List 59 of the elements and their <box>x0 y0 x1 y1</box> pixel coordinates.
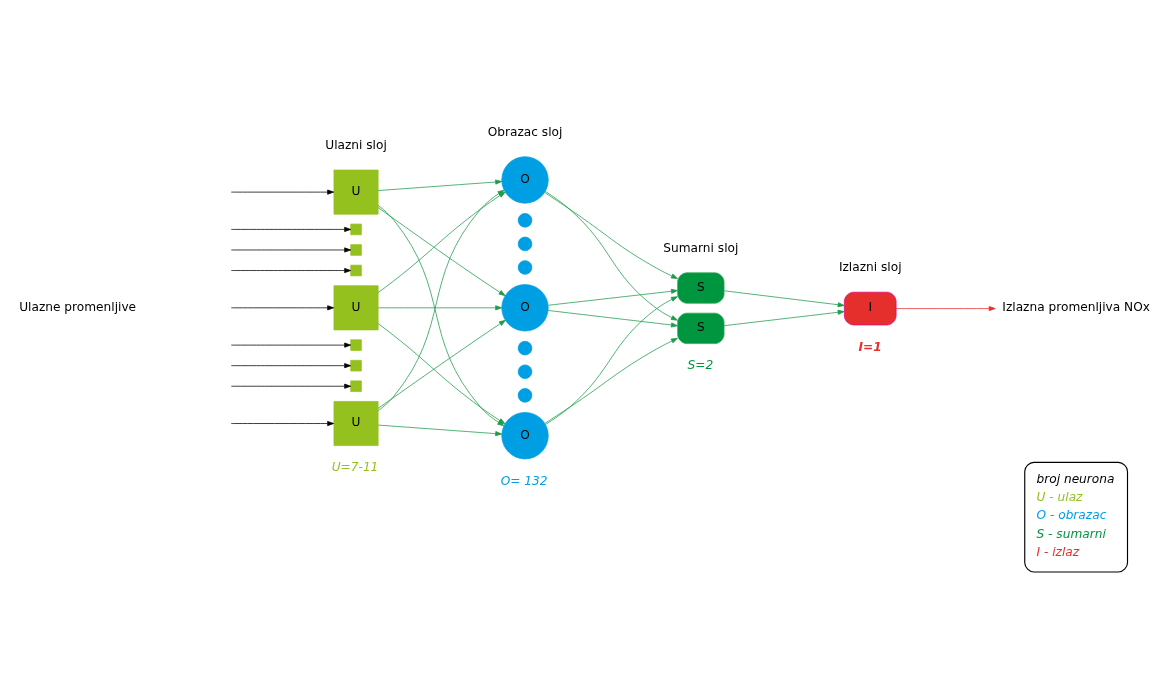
arrow <box>377 179 503 191</box>
legend-label: S - sumarni <box>1036 526 1106 541</box>
node-circle: O <box>501 283 549 331</box>
arrow <box>230 189 335 195</box>
node-circle <box>517 364 533 379</box>
arrow <box>230 267 352 273</box>
label: I=1 <box>858 339 882 354</box>
label: S=2 <box>687 357 714 372</box>
node-box <box>350 380 362 392</box>
node-circle: O <box>501 411 549 459</box>
node-box: U <box>333 400 379 446</box>
arrow <box>230 246 352 252</box>
node-box: U <box>333 169 379 215</box>
label: O= 132 <box>500 473 548 488</box>
node-circle <box>517 387 533 403</box>
node-box <box>350 223 362 235</box>
arrow <box>377 424 503 436</box>
label: Ulazni sloj <box>325 137 387 152</box>
arrow <box>377 206 506 296</box>
label: broj neurona <box>1036 471 1115 486</box>
node-box <box>350 359 362 371</box>
arrow <box>230 226 352 232</box>
arrow <box>895 305 996 311</box>
label: Sumarni sloj <box>663 240 739 255</box>
arrow <box>230 383 352 389</box>
node-box: I <box>843 291 897 325</box>
node-box: S <box>677 312 725 344</box>
arrow <box>544 337 678 424</box>
node-box: S <box>677 271 725 304</box>
label: Obrazac sloj <box>487 124 563 139</box>
node-text: Izlazna promenljiva NOx <box>1002 299 1150 314</box>
node-circle <box>517 212 533 227</box>
arrow <box>547 309 678 327</box>
arrow <box>545 295 678 425</box>
label: Ulazne promenljive <box>19 299 137 314</box>
label: Izlazni sloj <box>838 259 902 274</box>
arrow <box>230 362 352 368</box>
arrow <box>545 190 678 321</box>
node-circle <box>517 236 533 251</box>
arrow <box>723 309 845 326</box>
node-box <box>350 243 362 256</box>
legend-label: I - izlaz <box>1036 544 1080 559</box>
arrow <box>230 342 352 348</box>
node-circle <box>517 340 533 355</box>
node-box <box>350 338 362 351</box>
legend-label: U - ulaz <box>1036 489 1083 504</box>
arrow <box>230 420 335 426</box>
arrow <box>544 191 678 279</box>
label: U=7-11 <box>331 459 379 474</box>
arrow <box>547 288 678 306</box>
node-box <box>350 264 362 276</box>
node-box: U <box>333 284 379 330</box>
arrow <box>377 319 506 409</box>
arrow <box>723 289 845 307</box>
legend-label: O - obrazac <box>1036 507 1107 522</box>
arrow <box>377 304 503 310</box>
node-circle: O <box>501 155 549 204</box>
arrow <box>230 304 335 310</box>
node-circle <box>517 259 533 275</box>
